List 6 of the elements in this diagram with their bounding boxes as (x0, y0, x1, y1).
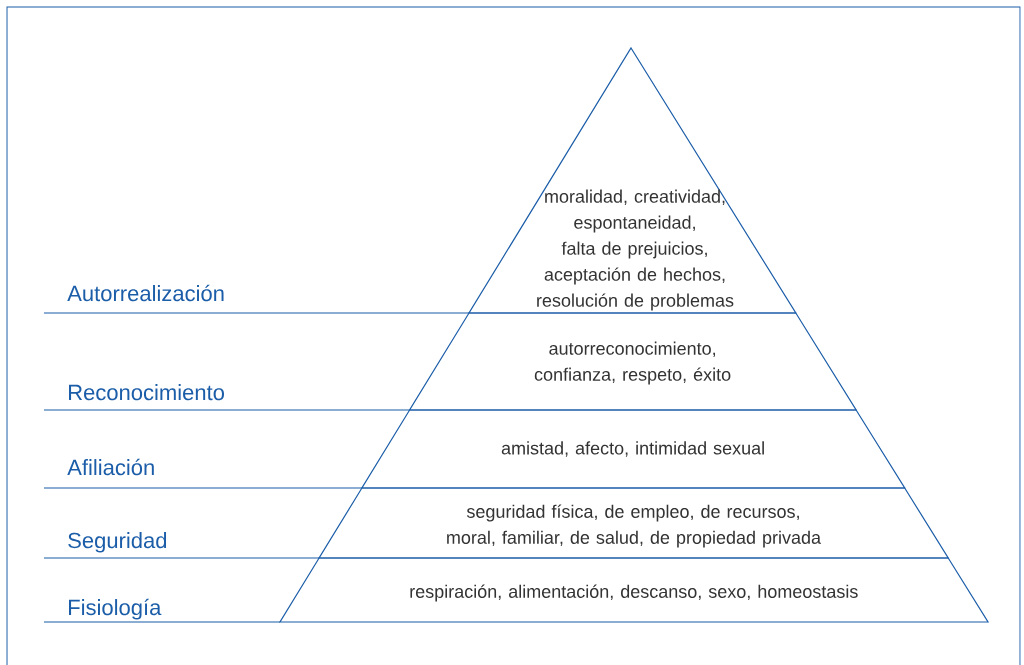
level-label: Seguridad (68, 532, 167, 553)
pyramid-level: seguridad física, de empleo, de recursos, moral, familiar, de salud, de propiedad privada (318, 487, 950, 559)
level-label: Autorrealización (67, 284, 224, 302)
level-label: Fisiología (69, 598, 162, 620)
level-label: Afiliación (67, 458, 154, 476)
level-label: Reconocimiento (69, 384, 224, 401)
